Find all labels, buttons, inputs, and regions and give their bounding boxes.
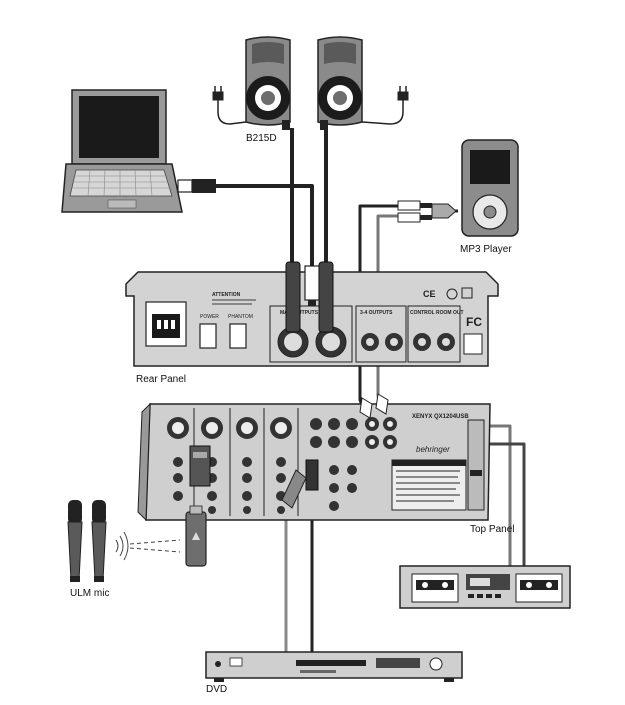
mic-label: ULM mic — [70, 588, 110, 599]
rear-panel: ATTENTION POWER PHANTOM MAIN OUTPUTS 3-4… — [125, 261, 499, 367]
mixer-model: XENYX QX1204USB — [412, 414, 469, 420]
dvd-label: DVD — [206, 684, 228, 695]
power-switch-label: POWER — [200, 314, 219, 320]
stereo-jacks — [310, 418, 358, 511]
speaker-right — [317, 36, 363, 130]
control-room-label: CONTROL ROOM OUT — [410, 310, 464, 316]
usb-receiver-icon — [185, 505, 207, 567]
power-plug-icon — [212, 86, 247, 125]
mp3-player-label: MP3 Player — [460, 244, 512, 255]
speaker-label: B215D — [246, 133, 277, 144]
power-plug-icon — [361, 86, 409, 125]
mixer-brand: behringer — [416, 445, 450, 454]
outputs-34-label: 3-4 OUTPUTS — [360, 310, 393, 316]
xlr-inputs — [167, 417, 292, 439]
ce-mark: CE — [423, 289, 436, 299]
phantom-switch-label: PHANTOM — [228, 314, 253, 320]
mp3-player-icon — [397, 139, 519, 237]
microphone-icon — [67, 500, 83, 582]
attention-label: ATTENTION — [212, 292, 241, 298]
laptop-icon — [61, 89, 216, 213]
power-switch — [199, 323, 217, 349]
phantom-switch — [229, 323, 247, 349]
wireless-signal-icon — [115, 531, 181, 561]
usb-cable — [216, 184, 314, 268]
fc-mark: FC — [466, 315, 482, 329]
top-panel-label: Top Panel — [470, 524, 515, 535]
microphone-icon — [91, 500, 107, 582]
dvd-player-icon — [205, 651, 463, 682]
cassette-deck-icon — [399, 565, 571, 609]
rear-panel-label: Rear Panel — [136, 374, 187, 385]
channel-knobs — [173, 457, 286, 514]
top-panel-mixer: XENYX QX1204USB behringer — [137, 393, 491, 522]
speaker-left — [245, 36, 291, 130]
